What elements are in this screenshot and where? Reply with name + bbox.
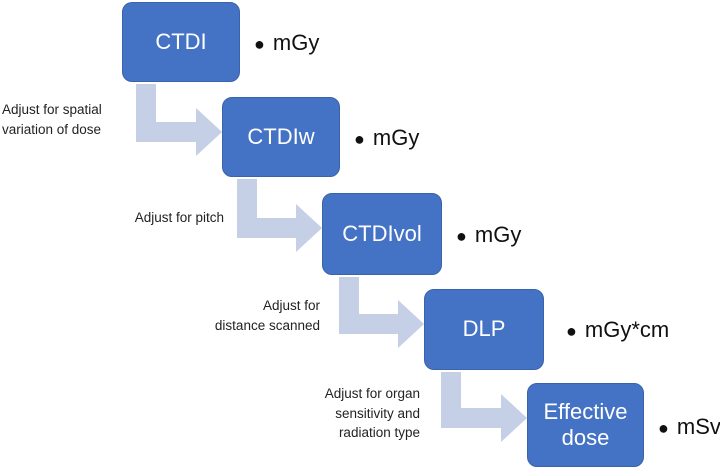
note-organ-sensitivity: Adjust for organ sensitivity and radiati…: [324, 386, 420, 441]
box-ctdi: CTDI: [122, 2, 240, 82]
unit-ctdivol: ● mGy: [456, 222, 521, 248]
unit-dlp-text: mGy*cm: [584, 317, 670, 342]
unit-ctdiw-text: mGy: [372, 125, 420, 150]
connector-arrow-2: [237, 179, 322, 252]
bullet-icon: ●: [566, 321, 577, 341]
unit-effective-dose-text: mSv: [676, 414, 720, 439]
box-ctdivol-label: CTDIvol: [342, 220, 422, 246]
unit-effective-dose: ● mSv: [658, 414, 720, 440]
bullet-icon: ●: [254, 34, 265, 54]
bullet-icon: ●: [658, 418, 669, 438]
box-dlp-label: DLP: [462, 316, 506, 342]
unit-ctdi: ● mGy: [254, 30, 319, 56]
note-distance-scanned: Adjust for distance scanned: [214, 298, 320, 333]
box-ctdiw: CTDIw: [222, 97, 340, 177]
box-ctdivol: CTDIvol: [322, 193, 442, 275]
box-effective-dose: Effective dose: [527, 383, 644, 467]
note-spatial-variation: Adjust for spatial variation of dose: [2, 102, 102, 137]
box-ctdiw-label: CTDIw: [247, 123, 315, 149]
unit-ctdi-text: mGy: [272, 30, 320, 55]
unit-ctdiw: ● mGy: [354, 125, 419, 151]
box-effective-dose-label: Effective dose: [543, 398, 628, 450]
unit-dlp: ● mGy*cm: [566, 317, 669, 343]
bullet-icon: ●: [456, 226, 467, 246]
connector-arrow-1: [136, 84, 222, 156]
bullet-icon: ●: [354, 129, 365, 149]
box-dlp: DLP: [424, 289, 544, 370]
note-pitch: Adjust for pitch: [134, 210, 224, 225]
connector-arrow-3: [339, 277, 424, 348]
connector-arrow-4: [441, 372, 527, 442]
unit-ctdivol-text: mGy: [474, 222, 522, 247]
box-ctdi-label: CTDI: [155, 28, 207, 54]
